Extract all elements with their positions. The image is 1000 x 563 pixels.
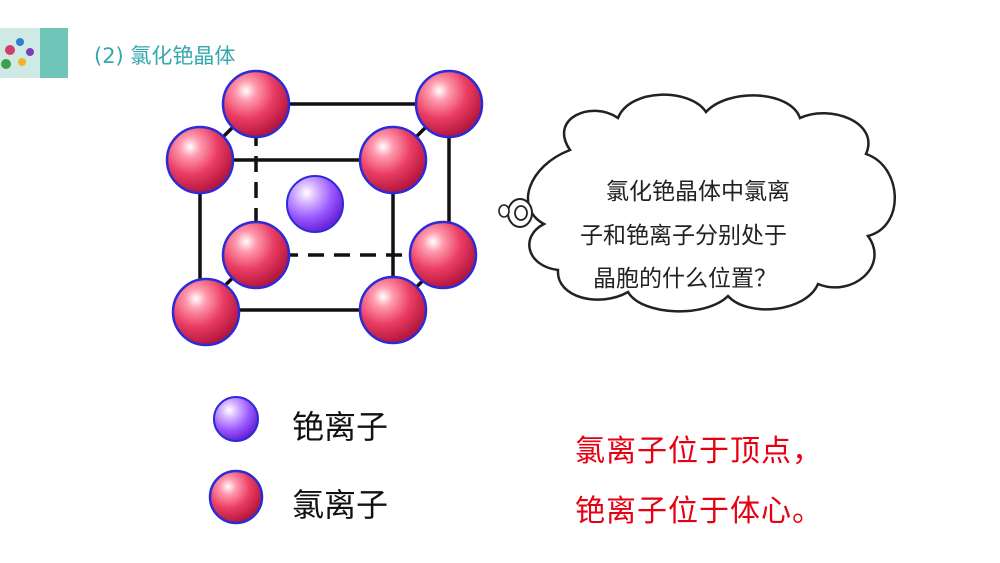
decorative-photo-icon	[1, 38, 34, 69]
cl-ion-back-bottom-right	[408, 220, 478, 290]
cloud-question-line-3: 晶胞的什么位置？	[593, 266, 777, 292]
cl-ion-front-bottom-right	[358, 275, 428, 345]
cs-ion-body-center	[286, 175, 344, 233]
section-title: (2) 氯化铯晶体	[94, 44, 236, 68]
cl-ion-back-top-right	[414, 69, 484, 139]
cl-ion-back-bottom-left	[221, 220, 291, 290]
legend-cl-label: 氯离子	[292, 486, 389, 524]
cloud-question-line-2: 子和铯离子分别处于	[580, 223, 787, 249]
legend-cs-label: 铯离子	[292, 408, 389, 446]
cl-ion-front-top-right	[358, 125, 428, 195]
legend-cs-swatch	[213, 396, 259, 442]
cl-ion-front-bottom-left	[171, 277, 241, 347]
legend-cl-swatch	[208, 469, 264, 525]
cl-ion-back-top-left	[221, 69, 291, 139]
cl-ion-corners	[165, 69, 484, 347]
thought-cloud-icon	[498, 93, 896, 313]
cloud-question-line-1: 氯化铯晶体中氯离	[606, 179, 790, 205]
cl-ion-front-top-left	[165, 125, 235, 195]
answer-line-2: 铯离子位于体心。	[575, 494, 823, 529]
header-accent-bar	[40, 28, 68, 78]
answer-line-1: 氯离子位于顶点，	[575, 434, 823, 469]
